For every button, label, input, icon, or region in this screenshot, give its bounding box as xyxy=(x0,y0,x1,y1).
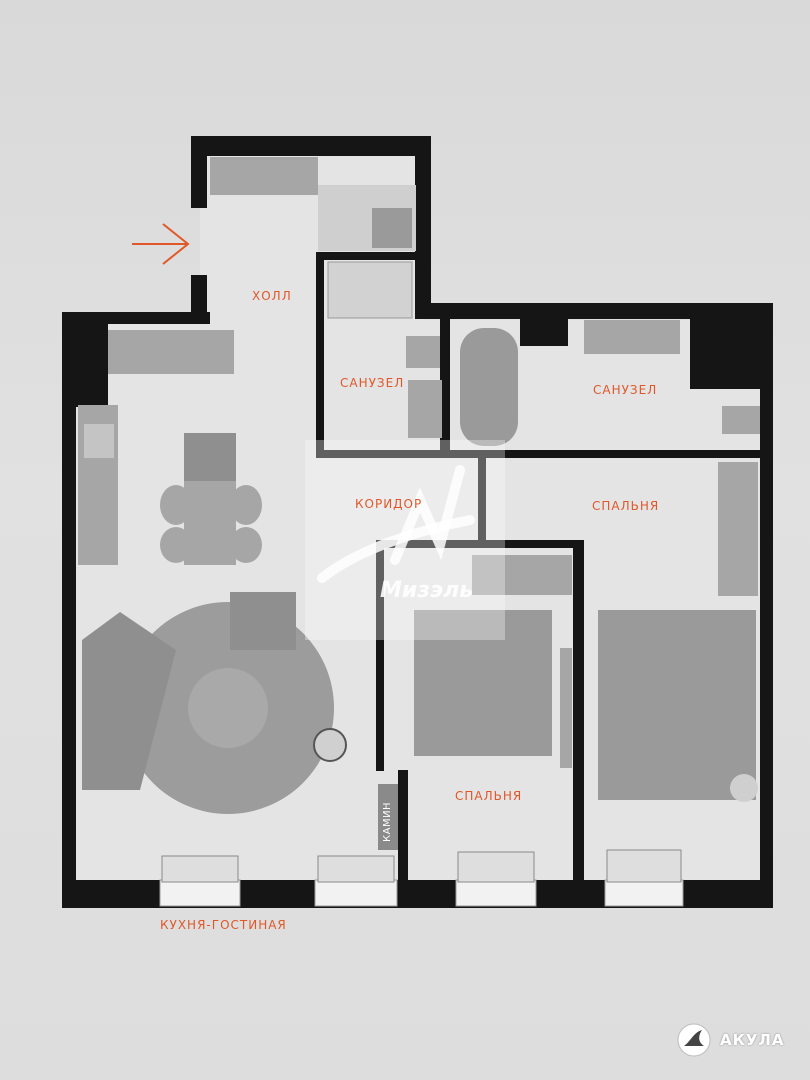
radiator-3 xyxy=(457,851,535,883)
brand-logo: АКУЛА xyxy=(676,1022,785,1058)
sink-left xyxy=(408,380,442,438)
room-label-bathroom-right: САНУЗЕЛ xyxy=(593,383,658,397)
hall-wardrobe xyxy=(210,157,318,195)
window-4 xyxy=(604,879,684,907)
wall-left xyxy=(62,312,76,908)
watermark-text: Мизэль xyxy=(380,578,474,603)
hall-cabinet xyxy=(372,208,412,248)
watermark-logo-icon xyxy=(317,465,475,583)
stool-3 xyxy=(160,527,192,563)
radiator-2 xyxy=(317,855,395,883)
room-label-bedroom-center: СПАЛЬНЯ xyxy=(455,789,523,803)
radiators xyxy=(161,849,682,883)
wardrobe-center xyxy=(472,555,572,595)
wall-hall-left-lower xyxy=(191,275,207,323)
room-label-bathroom-left: САНУЗЕЛ xyxy=(340,376,405,390)
fireplace xyxy=(378,784,398,850)
radiator-4 xyxy=(606,849,682,883)
wall-bath-bottom xyxy=(316,450,446,458)
shower xyxy=(327,261,413,319)
stool-1 xyxy=(160,485,192,525)
wall-bedroom-center-left xyxy=(376,545,384,771)
wall-bedroom-center-top xyxy=(376,540,584,548)
toilet-left xyxy=(406,336,440,368)
armchair xyxy=(230,592,296,650)
entry-arrow-icon xyxy=(132,223,190,265)
window-3 xyxy=(455,879,537,907)
radiator-1 xyxy=(161,855,239,883)
watermark-panel xyxy=(305,440,505,640)
nightstand-right xyxy=(730,774,758,802)
shark-logo-icon xyxy=(677,1023,711,1057)
window-2 xyxy=(314,879,398,907)
sofa xyxy=(82,612,176,790)
wall-bath-top xyxy=(316,252,418,260)
windows xyxy=(159,879,684,907)
toilet-right xyxy=(722,406,760,434)
kitchen-hob xyxy=(184,433,236,481)
wall-bath-right-bottom xyxy=(450,450,760,458)
wall-right xyxy=(760,303,773,895)
fireplace-label: КАМИН xyxy=(382,801,393,842)
wall-hall-right xyxy=(415,136,431,308)
column-left xyxy=(62,312,108,407)
wall-corridor-right xyxy=(478,455,486,545)
window-1 xyxy=(159,879,241,907)
room-label-corridor: КОРИДОР xyxy=(355,497,423,511)
kitchen-sink xyxy=(84,424,114,458)
stool-2 xyxy=(230,485,262,525)
coffee-table xyxy=(188,668,268,748)
wall-bath-divider xyxy=(440,318,450,458)
bed-right xyxy=(598,610,756,800)
kitchen-top-counter xyxy=(108,330,234,374)
room-label-bedroom-right: СПАЛЬНЯ xyxy=(592,499,660,513)
kitchen-island xyxy=(184,481,236,565)
room-label-kitchen-living: КУХНЯ-ГОСТИНАЯ xyxy=(160,918,287,932)
bathtub xyxy=(460,328,518,446)
wall-bedroom-divider xyxy=(573,540,584,885)
wardrobe-right xyxy=(718,462,758,596)
wall-top-right xyxy=(415,303,773,319)
room-label-hall: ХОЛЛ xyxy=(252,289,292,303)
wall-hall-top xyxy=(191,136,431,156)
stool-4 xyxy=(230,527,262,563)
side-table xyxy=(313,728,347,762)
column-right xyxy=(690,303,773,389)
bed-center xyxy=(414,610,552,756)
furniture xyxy=(78,157,760,850)
wall-fireplace xyxy=(398,770,408,882)
bedroom-center-shelf xyxy=(560,648,572,768)
double-sink xyxy=(584,320,680,354)
wall-bath-left xyxy=(316,252,324,458)
brand-name: АКУЛА xyxy=(720,1031,785,1049)
column-mid xyxy=(520,318,568,346)
